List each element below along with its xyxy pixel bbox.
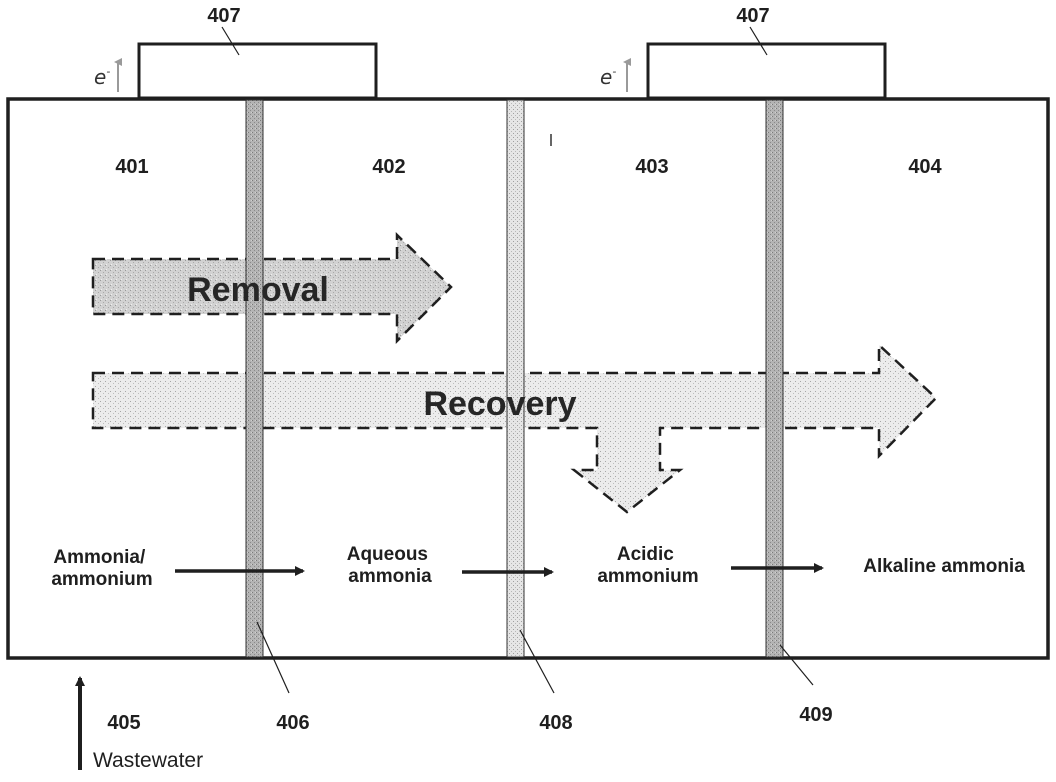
species-alkaline-ammonia: Alkaline ammonia [863, 556, 1025, 577]
species-acidic-ammonium: Acidic ammonium [597, 544, 698, 587]
chamber-label-402: 402 [372, 156, 405, 178]
membrane-409 [765, 99, 784, 658]
power-source-label: 407 [736, 5, 769, 27]
chamber-label-403: 403 [635, 156, 668, 178]
leader-line-406 [256, 621, 290, 694]
removal-arrow [91, 232, 453, 345]
leader-line [221, 26, 240, 56]
leader-line-408 [519, 629, 555, 694]
inlet-label-405: 405 [107, 712, 140, 734]
membrane-label-409: 409 [799, 704, 832, 726]
membrane-label-408: 408 [539, 712, 572, 734]
power-source-label: 407 [207, 5, 240, 27]
recovery-arrow [91, 342, 938, 514]
species-ammonia-ammonium: Ammonia/ ammonium [51, 547, 152, 590]
removal-label: Removal [187, 271, 329, 309]
leader-line [749, 26, 768, 56]
electron-label: e- [94, 65, 110, 89]
recovery-label: Recovery [423, 385, 576, 423]
power-source-left: 407 e- [94, 5, 378, 100]
membrane-408 [506, 99, 525, 658]
electron-label: e- [600, 65, 616, 89]
power-source-right: 407 e- [600, 5, 887, 100]
leader-line-409 [779, 644, 814, 686]
chamber-label-404: 404 [908, 156, 942, 178]
membrane-406 [245, 99, 264, 658]
species-aqueous-ammonia: Aqueous ammonia [347, 544, 434, 587]
chamber-label-401: 401 [115, 156, 148, 178]
wastewater-label: Wastewater [93, 749, 203, 772]
membrane-label-406: 406 [276, 712, 309, 734]
